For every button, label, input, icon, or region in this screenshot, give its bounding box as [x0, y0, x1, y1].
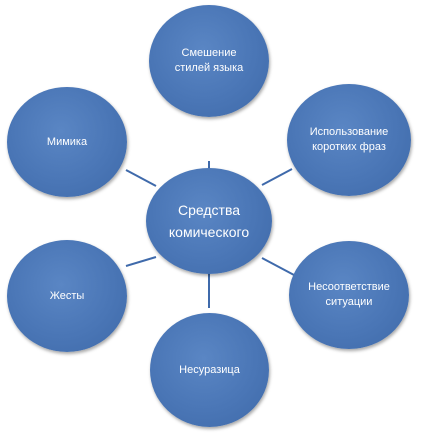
- center-node: Средства комического: [146, 168, 272, 274]
- connector-bottom-right: [261, 257, 295, 276]
- node-bottom-left-label: Жесты: [49, 289, 85, 302]
- connector-top-left: [125, 169, 157, 187]
- node-bottom-left: Жесты: [7, 240, 127, 352]
- node-top: Смешение стилей языка: [149, 5, 269, 117]
- connector-bottom-left: [125, 256, 157, 267]
- node-top-left: Мимика: [7, 87, 127, 197]
- center-node-label: Средства комического: [168, 202, 250, 240]
- node-bottom-right: Несоответствие ситуации: [289, 241, 409, 349]
- node-bottom-right-label: Несоответствие ситуации: [308, 281, 390, 308]
- node-top-right: Использование коротких фраз: [287, 84, 411, 196]
- node-top-label: Смешение стилей языка: [174, 47, 244, 74]
- node-top-left-label: Мимика: [46, 135, 88, 148]
- connector-top-right: [261, 168, 293, 186]
- node-top-right-label: Использование коротких фраз: [309, 126, 389, 153]
- node-bottom: Несуразица: [150, 313, 269, 427]
- node-bottom-label: Несуразица: [179, 363, 240, 376]
